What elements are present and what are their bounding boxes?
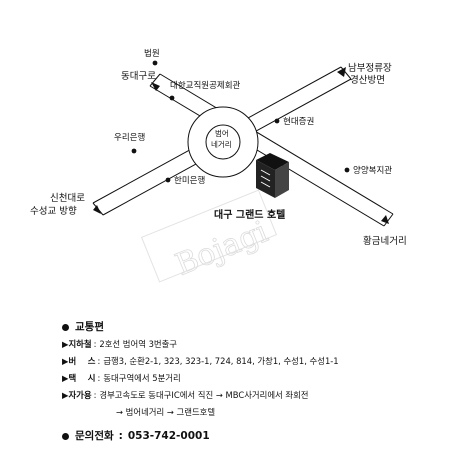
contact-row: 문의전화:053-742-0001 — [62, 428, 442, 445]
direction-label-northeast-2: 경산방면 — [350, 74, 385, 86]
landmark-securities: 현대증권 — [274, 116, 314, 127]
svg-text:한미은행: 한미은행 — [174, 175, 205, 186]
marker-dot-icon — [165, 177, 171, 183]
hotel-name-label: 대구 그랜드 호텔 — [214, 208, 285, 221]
svg-text:양양복지관: 양양복지관 — [353, 165, 392, 176]
svg-text:법원: 법원 — [144, 48, 160, 59]
svg-text:대한교직원공제회관: 대한교직원공제회관 — [170, 80, 241, 91]
arrow-northeast-icon — [337, 67, 346, 77]
direction-label-northwest: 동대구로 — [121, 71, 156, 82]
svg-text:Bojagi: Bojagi — [171, 214, 273, 282]
marker-dot-icon — [169, 95, 175, 101]
arrow-southeast-icon — [381, 215, 389, 224]
car-row-continued: → 범어네거리 → 그랜드호텔 — [116, 407, 216, 417]
direction-arrows — [93, 67, 389, 224]
bullet-icon — [62, 433, 69, 440]
intersection-label-1: 범어 — [215, 128, 229, 138]
marker-dot-icon — [152, 60, 158, 66]
transport-heading: 교통편 — [62, 319, 442, 336]
taxi-row: ▶택 시:동대구역에서 5분거리 — [62, 373, 181, 383]
bus-row: ▶버 스:급행3, 순환2-1, 323, 323-1, 724, 814, 가… — [62, 356, 339, 366]
landmark-welfare: 양양복지관 — [344, 165, 392, 176]
direction-label-northeast-1: 남부정류장 — [348, 63, 392, 74]
road-network — [92, 66, 394, 227]
location-map: Bojagi 범어 네거리 대구 그랜드 호텔 동대구로 — [30, 48, 407, 283]
landmark-mutual-aid: 대한교직원공제회관 — [169, 80, 241, 101]
landmark-court: 법원 — [144, 48, 160, 66]
phone-number[interactable]: 053-742-0001 — [127, 430, 210, 442]
arrow-southwest-icon — [93, 205, 101, 214]
marker-dot-icon — [131, 148, 137, 154]
landmark-woori-bank: 우리은행 — [114, 132, 145, 154]
landmark-hanmi-bank: 한미은행 — [165, 175, 205, 186]
intersection-label-2: 네거리 — [211, 140, 232, 149]
direction-label-southwest-1: 신천대로 — [50, 193, 85, 204]
bullet-icon — [62, 324, 69, 331]
marker-dot-icon — [274, 118, 280, 124]
direction-label-southeast: 황금네거리 — [363, 236, 407, 247]
marker-dot-icon — [344, 167, 350, 173]
watermark: Bojagi — [140, 189, 278, 283]
svg-text:우리은행: 우리은행 — [114, 132, 145, 143]
directions-info: 교통편 ▶지하철:2호선 범어역 3번출구 ▶버 스:급행3, 순환2-1, 3… — [62, 319, 442, 445]
hotel-building-icon — [256, 153, 289, 198]
subway-row: ▶지하철:2호선 범어역 3번출구 — [62, 339, 178, 349]
direction-label-southwest-2: 수성교 방향 — [30, 205, 77, 217]
arrow-northwest-icon — [151, 82, 160, 91]
car-row: ▶자가용:경부고속도로 동대구IC에서 직진 → MBC사거리에서 좌회전 — [62, 390, 309, 400]
svg-text:현대증권: 현대증권 — [283, 116, 314, 127]
